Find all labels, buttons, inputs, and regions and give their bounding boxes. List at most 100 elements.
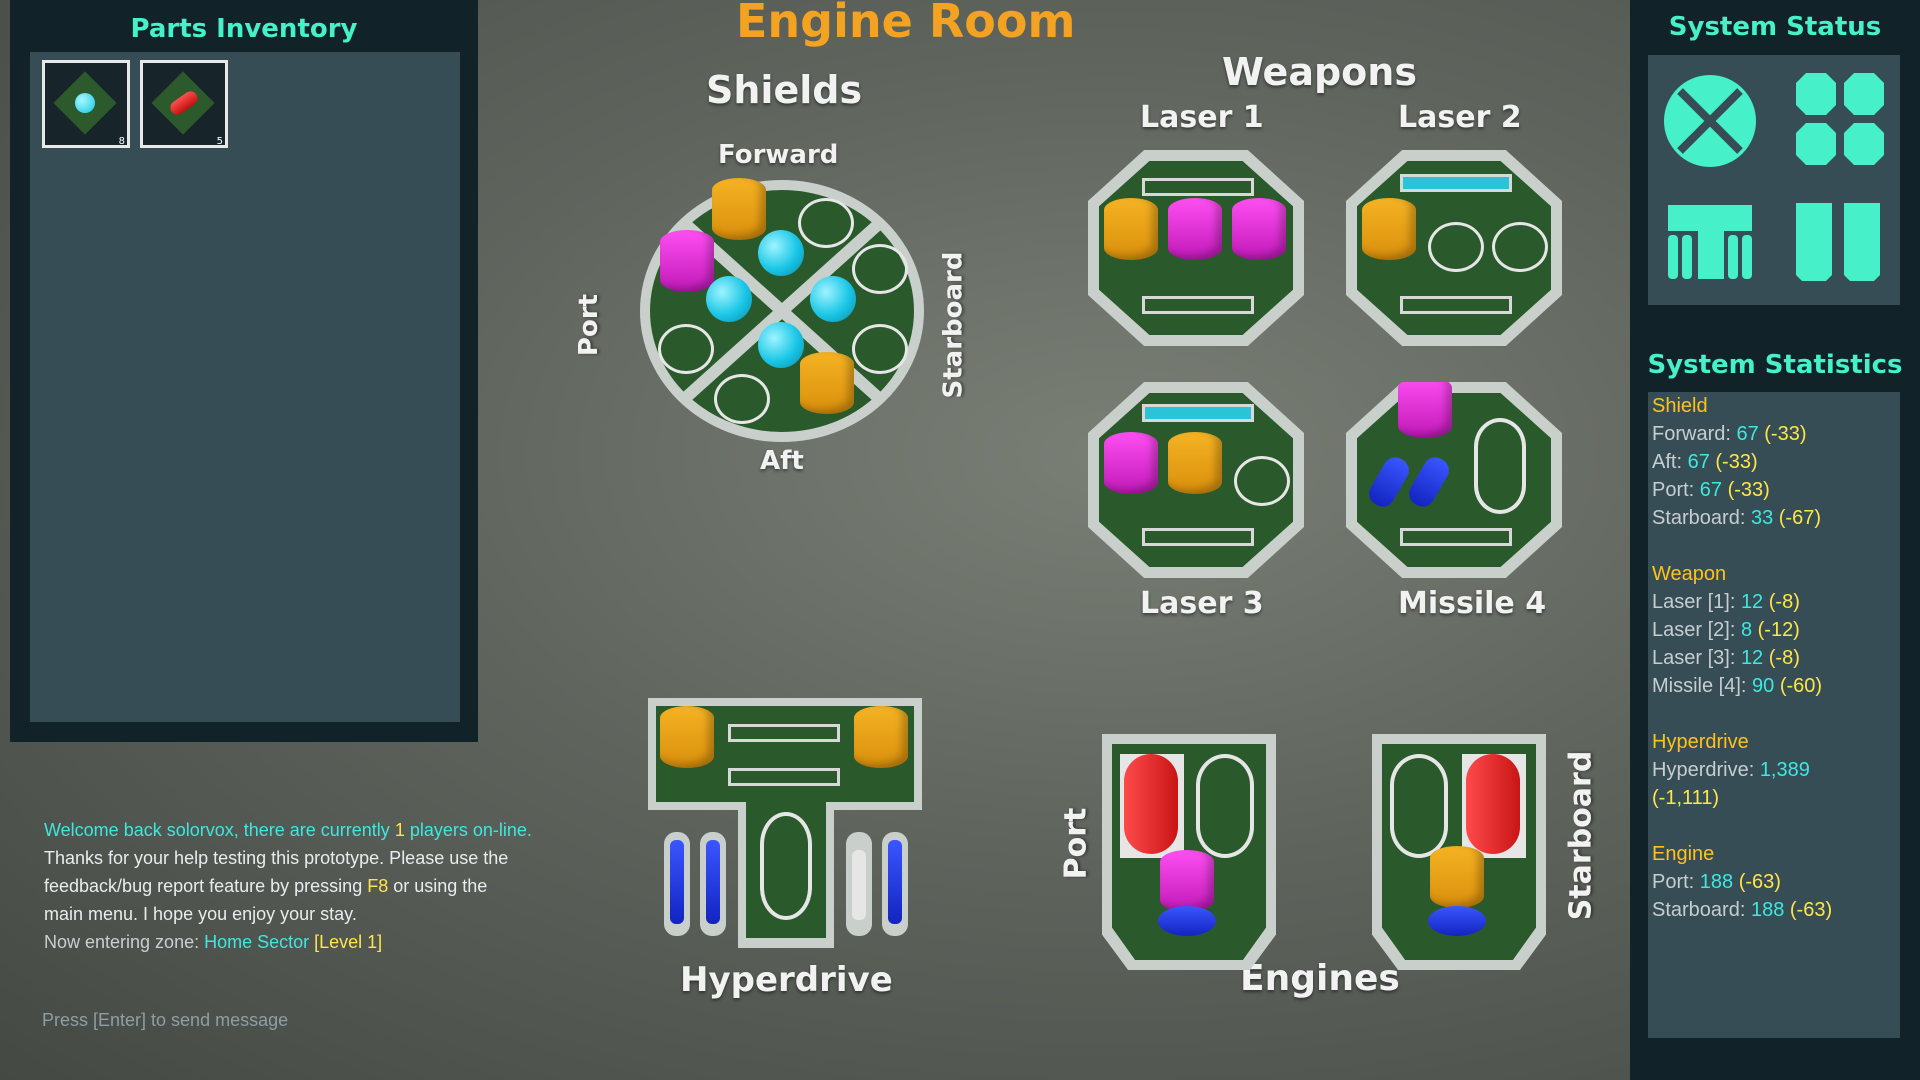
shields-title: Shields	[706, 68, 863, 112]
hyperdrive-status-icon[interactable]	[1668, 205, 1752, 281]
stat-row: Port: 188 (-63)	[1652, 871, 1781, 893]
system-status-panel: System Status	[1630, 0, 1920, 1080]
player-count: 1	[394, 820, 405, 840]
stat-row: Forward: 67 (-33)	[1652, 423, 1807, 445]
shield-empty-slot	[798, 198, 854, 248]
shield-status-icon[interactable]	[1662, 73, 1758, 169]
page-title: Engine Room	[736, 0, 1076, 48]
chat-input-prompt[interactable]: Press [Enter] to send message	[42, 1010, 289, 1030]
stats-section-header: Hyperdrive	[1652, 731, 1749, 753]
stat-row: Hyperdrive: 1,389	[1652, 759, 1810, 781]
hyperdrive-tube-fill	[888, 840, 902, 924]
starboard-engine-module[interactable]	[1372, 734, 1546, 970]
engine-empty-slot	[1390, 754, 1448, 858]
stat-row: Starboard: 188 (-63)	[1652, 899, 1833, 921]
stats-shield-section: Shield Forward: 67 (-33) Aft: 67 (-33) P…	[1652, 392, 1821, 532]
chat-text: or using the	[388, 876, 488, 896]
stat-row: Laser [1]: 12 (-8)	[1652, 591, 1800, 613]
inventory-grid: 8 5	[30, 52, 460, 722]
laser3-label: Laser 3	[1140, 586, 1264, 621]
shield-aft-label: Aft	[760, 446, 804, 476]
shield-core-part	[810, 276, 856, 322]
shield-part	[660, 230, 714, 292]
shield-empty-slot	[658, 324, 714, 374]
engine-thruster	[1428, 906, 1486, 936]
hyperdrive-tube-fill	[670, 840, 684, 924]
chat-log: Welcome back solorvox, there are current…	[44, 816, 574, 956]
shield-empty-slot	[852, 244, 908, 294]
laser-part	[1104, 432, 1158, 494]
laser-slot-bar	[1142, 296, 1254, 314]
shield-empty-slot	[714, 374, 770, 424]
laser-slot-bar	[1142, 528, 1254, 546]
missile-slot-bar	[1400, 528, 1512, 546]
system-statistics-title: System Statistics	[1647, 350, 1903, 380]
laser-part	[1168, 432, 1222, 494]
laser1-label: Laser 1	[1140, 100, 1264, 135]
weapons-status-icon[interactable]	[1794, 71, 1886, 167]
inventory-slot-1[interactable]: 8	[42, 60, 130, 148]
stats-section-header: Engine	[1652, 843, 1715, 865]
missile-part	[1398, 382, 1452, 438]
laser-slot-bar	[1400, 296, 1512, 314]
missile4-label: Missile 4	[1398, 586, 1547, 621]
chat-line: Welcome back solorvox, there are current…	[44, 816, 574, 844]
laser3-module[interactable]	[1088, 382, 1304, 578]
laser-charge-bar	[1142, 404, 1254, 422]
shield-module[interactable]	[640, 178, 924, 442]
system-statistics-list: Shield Forward: 67 (-33) Aft: 67 (-33) P…	[1648, 392, 1900, 1038]
stat-row: (-1,111)	[1652, 787, 1720, 809]
shield-empty-slot	[852, 324, 908, 374]
stats-weapon-section: Weapon Laser [1]: 12 (-8) Laser [2]: 8 (…	[1652, 560, 1822, 700]
chat-text: Welcome back solorvox, there are current…	[44, 820, 395, 840]
inventory-slot-2[interactable]: 5	[140, 60, 228, 148]
stats-engine-section: Engine Port: 188 (-63) Starboard: 188 (-…	[1652, 840, 1832, 924]
laser2-module[interactable]	[1346, 150, 1562, 346]
hotkey: F8	[367, 876, 389, 896]
shield-part	[712, 178, 766, 240]
stat-row: Laser [2]: 8 (-12)	[1652, 619, 1800, 641]
laser-part	[1104, 198, 1158, 260]
shield-core-part	[758, 230, 804, 276]
laser-empty-slot	[1428, 222, 1484, 272]
chat-line: feedback/bug report feature by pressing …	[44, 872, 574, 900]
shield-port-label: Port	[574, 293, 605, 357]
hyperdrive-empty-slot	[760, 812, 812, 920]
missile-empty-slot	[1474, 418, 1526, 514]
stats-section-header: Shield	[1652, 395, 1708, 417]
engine-starboard-label: Starboard	[1563, 750, 1599, 921]
engine-thruster	[1158, 906, 1216, 936]
stats-hyperdrive-section: Hyperdrive Hyperdrive: 1,389 (-1,111)	[1652, 728, 1810, 812]
engines-status-icon[interactable]	[1796, 203, 1880, 283]
engine-part	[1430, 846, 1484, 908]
weapons-title: Weapons	[1222, 50, 1417, 94]
laser-part	[1362, 198, 1416, 260]
laser-empty-slot	[1234, 456, 1290, 506]
laser2-label: Laser 2	[1398, 100, 1522, 135]
missile4-module[interactable]	[1346, 382, 1562, 578]
chat-line: Now entering zone: Home Sector [Level 1]	[44, 928, 574, 956]
hyperdrive-part	[660, 706, 714, 768]
port-engine-module[interactable]	[1102, 734, 1276, 970]
hyperdrive-module[interactable]	[648, 698, 922, 948]
engine-part	[1160, 850, 1214, 912]
zone-level: [Level 1]	[309, 932, 383, 952]
chat-text: Now entering zone:	[44, 932, 205, 952]
stat-row: Port: 67 (-33)	[1652, 479, 1770, 501]
shield-core-part	[758, 322, 804, 368]
hyperdrive-part	[854, 706, 908, 768]
engine-part	[1466, 754, 1520, 854]
zone-name: Home Sector	[204, 932, 310, 952]
laser-part	[1168, 198, 1222, 260]
shield-forward-label: Forward	[718, 140, 839, 170]
engines-title: Engines	[1240, 958, 1400, 999]
laser-charge-bar	[1400, 174, 1512, 192]
system-status-title: System Status	[1668, 12, 1882, 42]
stats-section-header: Weapon	[1652, 563, 1727, 585]
chat-text: players on-line.	[404, 820, 532, 840]
stat-row: Missile [4]: 90 (-60)	[1652, 675, 1823, 697]
slot-count: 8	[118, 136, 125, 147]
parts-inventory-panel: Parts Inventory 8 5	[10, 0, 478, 742]
slot-count: 5	[216, 136, 223, 147]
laser1-module[interactable]	[1088, 150, 1304, 346]
